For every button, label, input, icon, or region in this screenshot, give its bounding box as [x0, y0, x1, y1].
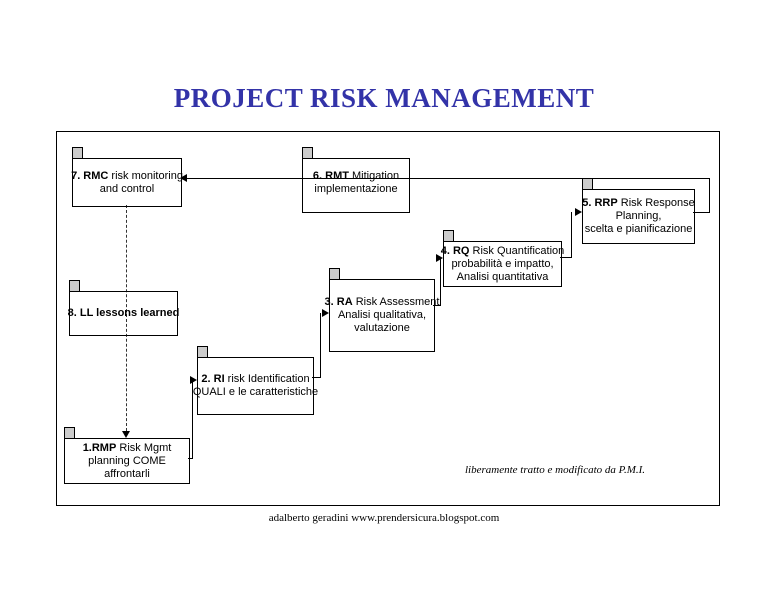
connector-4-5-line — [571, 212, 572, 258]
diagram-frame — [56, 131, 720, 506]
box-5-risk-response-planning: 5. RRP Risk Response Planning, scelta e … — [582, 178, 695, 244]
connector-2-3-line — [320, 313, 321, 378]
box-6-mitigation-implementation: 6. RMT Mitigation implementazione — [302, 147, 410, 213]
box-2-risk-identification: 2. RI risk Identification QUALI e le car… — [193, 346, 318, 415]
note-tab-icon — [582, 178, 593, 190]
connector-2-3-stub — [312, 377, 320, 378]
arrowhead-into-box5-icon — [575, 208, 582, 216]
box-1-risk-mgmt-planning: 1.RMP Risk Mgmt planning COME affrontarl… — [64, 427, 190, 484]
box-2-line1: 2. RI risk Identification — [201, 373, 310, 385]
box-5-line1: 5. RRP Risk Response — [582, 197, 695, 209]
box-4-risk-quantification: 4. RQ Risk Quantification probabilità e … — [440, 230, 565, 287]
box-6-line1: 6. RMT Mitigation — [312, 169, 400, 182]
note-tab-icon — [302, 147, 313, 159]
box-7-risk-monitoring-and-control: 7. RMC risk monitoring and control — [71, 147, 183, 207]
box-6-line2: implementazione — [314, 182, 398, 195]
connector-4-5-stub — [560, 257, 571, 258]
box-3-line1: 3. RA Risk Assessment — [324, 296, 440, 308]
footer-attribution: adalberto geradini www.prendersicura.blo… — [268, 512, 500, 524]
box-7-line1: 7. RMC risk monitoring — [71, 169, 183, 182]
box-8-line1: 8. LL lessons learned — [67, 307, 180, 319]
arrowhead-into-box3-icon — [322, 309, 329, 317]
box-2-line2: QUALI e le caratteristiche — [192, 386, 319, 398]
connector-1-2-stub — [188, 458, 193, 459]
note-tab-icon — [329, 268, 340, 280]
box-5-line2: Planning, — [615, 210, 662, 222]
box-5-line3: scelta e pianificazione — [584, 223, 693, 235]
connector-3-4-stub — [433, 305, 440, 306]
box-1-line3: affrontarli — [104, 467, 150, 480]
box-3-risk-assessment: 3. RA Risk Assessment Analisi qualitativ… — [325, 268, 439, 352]
box-4-line3: Analisi quantitativa — [456, 270, 549, 283]
box-1-line1: 1.RMP Risk Mgmt — [82, 441, 172, 454]
credit-note: liberamente tratto e modificato da P.M.I… — [465, 464, 646, 476]
box-8-lessons-learned: 8. LL lessons learned — [67, 280, 180, 336]
box-7-line2: and control — [99, 182, 155, 195]
note-tab-icon — [443, 230, 454, 242]
box-1-line2: planning COME — [88, 454, 166, 467]
box-4-line1: 4. RQ Risk Quantification — [440, 244, 565, 257]
arrowhead-into-box2-icon — [190, 376, 197, 384]
connector-5-7-long-segment — [187, 178, 709, 179]
note-tab-icon — [69, 280, 80, 292]
note-tab-icon — [72, 147, 83, 159]
page-title: PROJECT RISK MANAGEMENT — [173, 83, 595, 113]
connector-3-4-line — [440, 258, 441, 306]
box-3-line3: valutazione — [354, 322, 410, 334]
arrowhead-into-box4-icon — [436, 254, 443, 262]
arrowhead-into-box7-icon — [180, 174, 187, 182]
box-4-line2: probabilità e impatto, — [451, 257, 554, 270]
note-tab-icon — [64, 427, 75, 439]
connector-5-7-bottom-segment — [693, 212, 709, 213]
arrowhead-into-box1-icon — [122, 431, 130, 438]
connector-7-1-dashed-line — [126, 205, 127, 431]
box-3-line2: Analisi qualitativa, — [337, 309, 427, 321]
connector-5-7-riser — [709, 178, 710, 213]
connector-1-2-line — [192, 380, 193, 459]
note-tab-icon — [197, 346, 208, 358]
